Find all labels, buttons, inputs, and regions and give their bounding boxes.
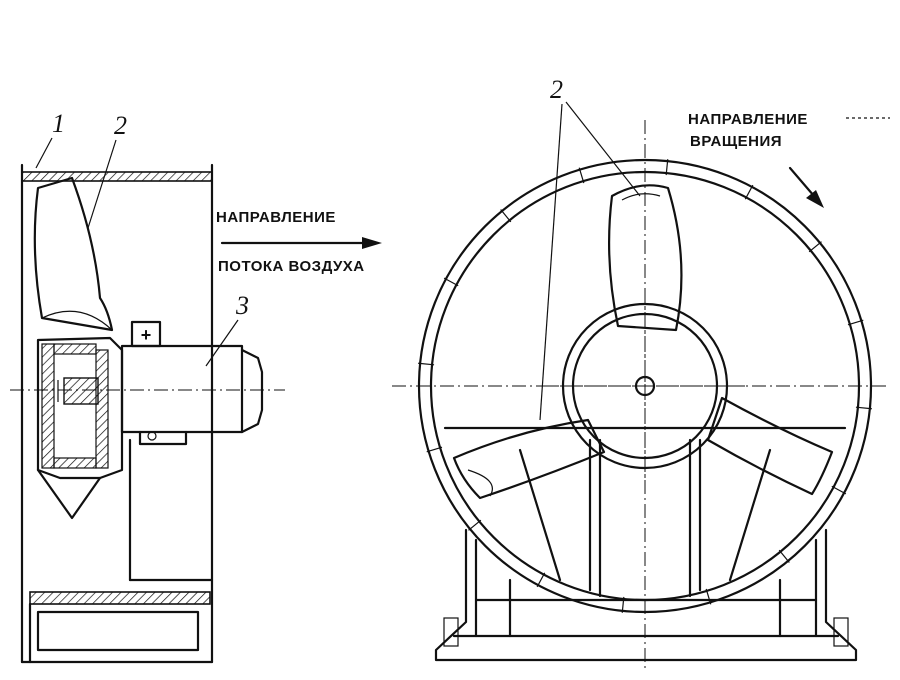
airflow-label-line1: НАПРАВЛЕНИЕ (216, 209, 336, 226)
label-part-1: 1 (52, 109, 65, 138)
ring-tick (831, 485, 847, 495)
side-view: + 1 2 3 (10, 109, 285, 664)
ring-tick (778, 549, 790, 563)
blade-top (608, 184, 683, 332)
ring-tick (418, 362, 435, 366)
ring-tick (705, 588, 712, 605)
ring-tick (578, 167, 585, 184)
support-stand (434, 528, 858, 662)
front-blades (452, 184, 834, 500)
ring-tick (847, 319, 864, 326)
label-part-2-side: 2 (114, 111, 127, 140)
rotation-arrow (788, 166, 816, 198)
rotation-direction: НАПРАВЛЕНИЕ ВРАЩЕНИЯ (688, 111, 890, 208)
ring-tick (500, 209, 512, 223)
front-view: 2 (392, 75, 890, 670)
ring-tick (744, 184, 754, 200)
motor-terminal: + (141, 325, 152, 345)
ring-tick (468, 519, 482, 531)
ring-tick (443, 277, 459, 287)
rotation-label-line2: ВРАЩЕНИЯ (690, 133, 782, 150)
inner-ring (429, 170, 861, 602)
label-part-2-front: 2 (550, 75, 563, 104)
motor: + (120, 320, 264, 446)
rotation-label-line1: НАПРАВЛЕНИЕ (688, 111, 808, 128)
blade-left (452, 418, 606, 500)
airflow-direction: НАПРАВЛЕНИЕ ПОТОКА ВОЗДУХА (216, 209, 382, 275)
ring-tick (855, 406, 872, 410)
label-part-3: 3 (235, 291, 249, 320)
blade-right (706, 396, 834, 496)
side-hub (36, 336, 124, 520)
ring-tick (536, 572, 546, 588)
ring-ticks (418, 159, 872, 613)
ring-tick (808, 241, 822, 253)
ring-tick (426, 446, 443, 453)
outer-ring (417, 158, 873, 614)
side-blade (33, 176, 114, 332)
ring-tick (621, 596, 625, 613)
airflow-label-line2: ПОТОКА ВОЗДУХА (218, 258, 365, 275)
ring-tick (665, 159, 669, 176)
casing (20, 163, 214, 664)
